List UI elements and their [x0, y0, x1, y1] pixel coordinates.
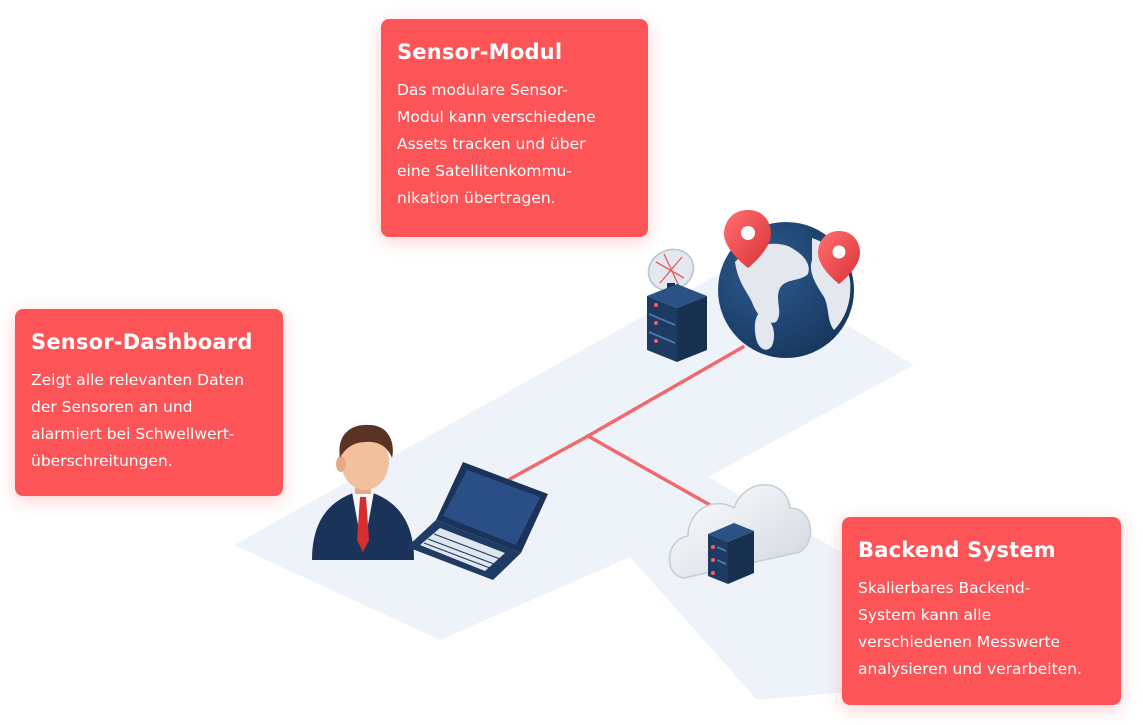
sensor-dashboard-text: Zeigt alle relevanten Daten der Sensoren…: [31, 371, 245, 470]
location-pin-icon: [724, 210, 771, 268]
location-pin-icon: [818, 231, 860, 284]
server-icon: [647, 284, 707, 362]
connector-to-laptop: [508, 434, 590, 481]
cloud-server-icon: [668, 484, 812, 584]
floor-plane: [234, 262, 940, 700]
backend-system-title: Backend System: [858, 538, 1056, 562]
backend-system-card: Backend System Skalierbares Backend- Sys…: [842, 517, 1121, 705]
sensor-dashboard-card: Sensor-Dashboard Zeigt alle relevanten D…: [15, 309, 283, 496]
backend-system-text: Skalierbares Backend- System kann alle v…: [858, 579, 1082, 678]
sensor-modul-text: Das modulare Sensor- Modul kann verschie…: [397, 81, 596, 207]
sensor-modul-title: Sensor-Modul: [397, 40, 563, 64]
person-icon: [312, 424, 414, 560]
connector-lines: [508, 345, 745, 507]
sensor-dashboard-title: Sensor-Dashboard: [31, 330, 253, 354]
connector-to-globe: [586, 345, 745, 438]
sensor-modul-card: Sensor-Modul Das modulare Sensor- Modul …: [381, 19, 648, 237]
connector-to-cloud: [586, 434, 712, 507]
laptop-icon: [407, 462, 548, 580]
